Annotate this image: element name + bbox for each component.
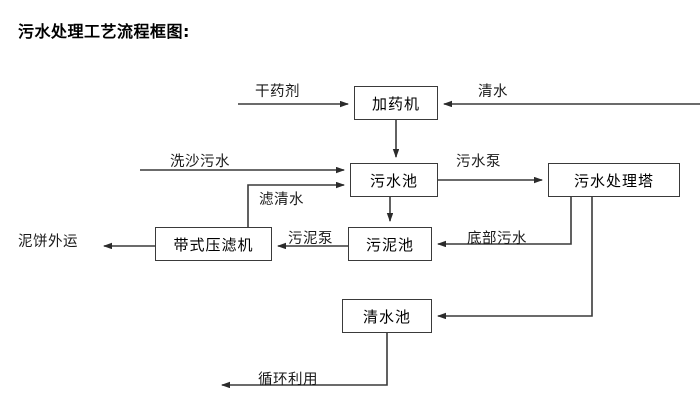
page-title: 污水处理工艺流程框图: [18, 22, 190, 41]
node-belt-filter-press[interactable]: 带式压滤机 [155, 227, 272, 261]
label-mud-cake-out: 泥饼外运 [18, 234, 78, 250]
node-dosing-machine[interactable]: 加药机 [354, 86, 438, 120]
label-recycle-use: 循环利用 [258, 372, 318, 388]
label-bottom-sewage: 底部污水 [467, 231, 527, 247]
connector-clear-water-to-recycle [221, 333, 388, 389]
node-sludge-pool[interactable]: 污泥池 [348, 227, 432, 261]
node-label: 加药机 [371, 94, 420, 113]
node-label: 带式压滤机 [173, 235, 254, 254]
label-filtrate-water: 滤清水 [259, 192, 304, 208]
node-label: 污水处理塔 [573, 171, 654, 190]
node-label: 污泥池 [365, 235, 414, 254]
label-sand-wash-water: 洗沙污水 [170, 154, 230, 170]
node-label: 污水池 [369, 171, 418, 190]
connector-tower-to-sludge-pool [437, 197, 572, 248]
label-dry-reagent: 干药剂 [255, 84, 300, 100]
label-clean-water-in: 清水 [478, 84, 508, 100]
connector-filtrate-to-sewage-pool [247, 181, 345, 227]
node-label: 清水池 [362, 307, 411, 326]
label-sludge-pump: 污泥泵 [288, 231, 333, 247]
node-treatment-tower[interactable]: 污水处理塔 [548, 163, 680, 197]
node-clear-water-pool[interactable]: 清水池 [342, 299, 432, 333]
label-sewage-pump: 污水泵 [456, 154, 501, 170]
connector-tower-to-clear-water-pool [437, 197, 593, 320]
node-sewage-pool[interactable]: 污水池 [350, 163, 438, 197]
